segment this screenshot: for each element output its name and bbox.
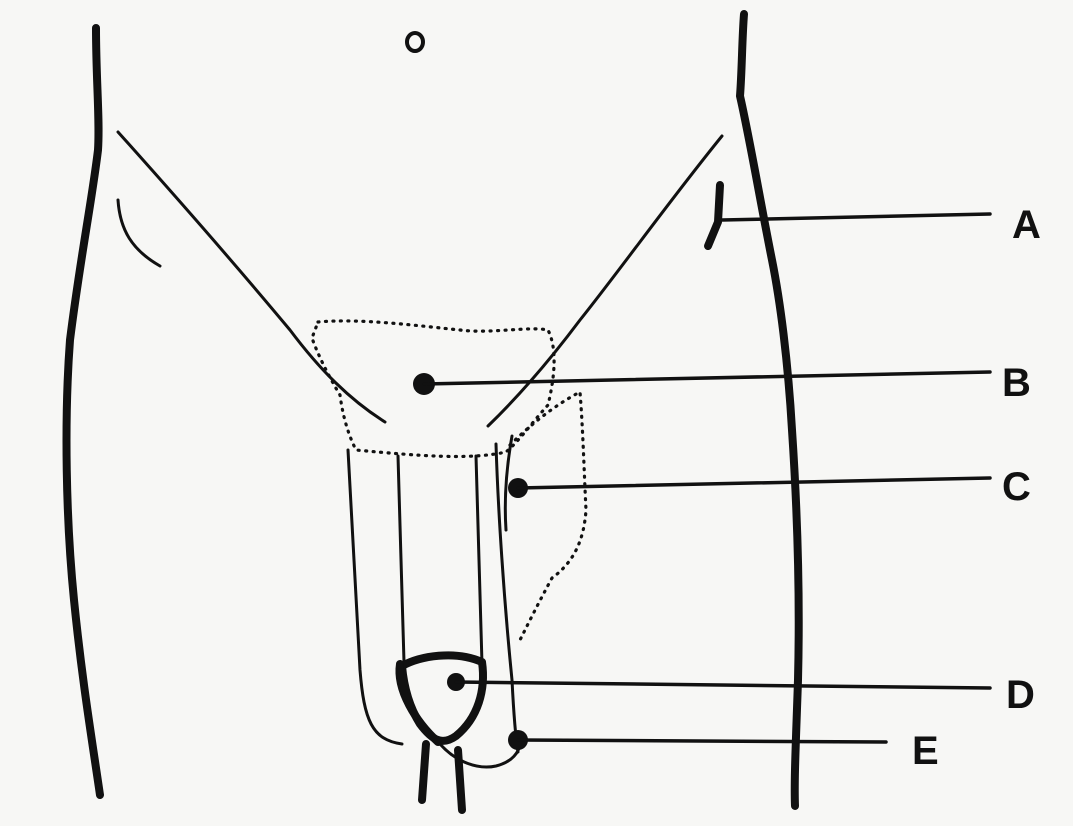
leader-line-e — [518, 740, 886, 742]
label-a: A — [1012, 203, 1041, 247]
label-b: B — [1002, 361, 1031, 405]
label-c: C — [1002, 465, 1031, 509]
lower-line-right — [458, 750, 462, 810]
label-e: E — [912, 729, 939, 773]
label-d: D — [1006, 673, 1035, 717]
lower-line-left — [422, 744, 426, 800]
